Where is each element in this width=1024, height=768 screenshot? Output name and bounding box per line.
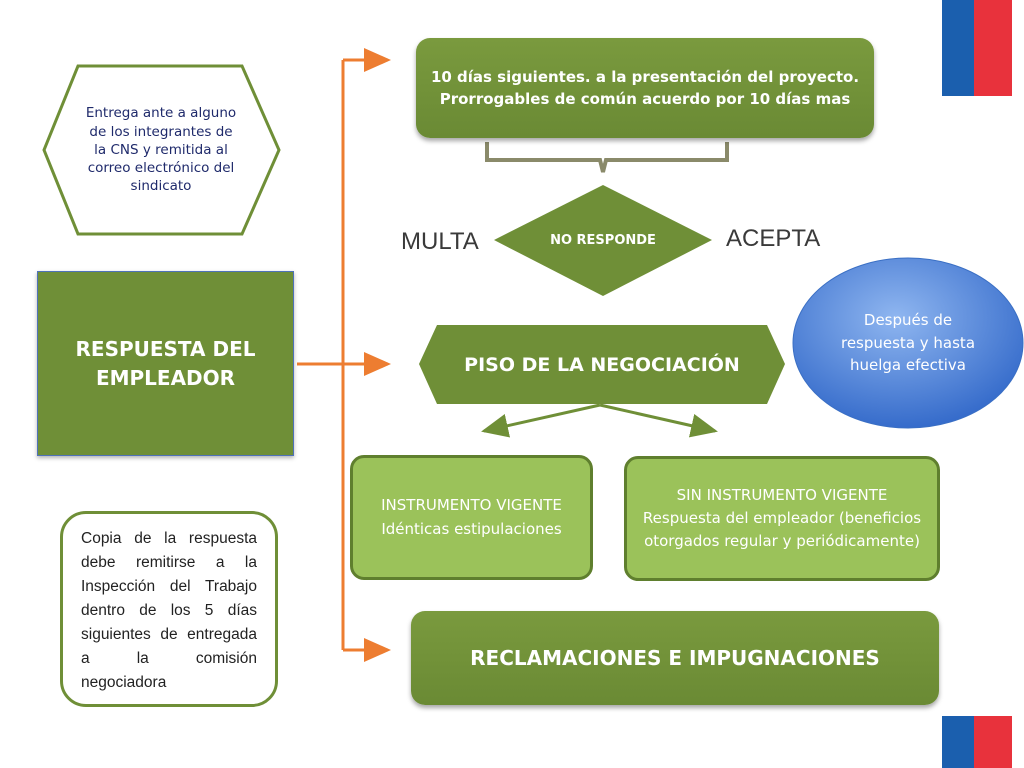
sin-instrumento-box: SIN INSTRUMENTO VIGENTE Respuesta del em…: [624, 456, 940, 581]
acepta-label: ACEPTA: [726, 225, 821, 252]
hexagon-shape: [42, 64, 281, 236]
copia-note-box: Copia de la respuesta debe remitirse a l…: [60, 511, 278, 707]
piso-text: PISO DE LA NEGOCIACIÓN: [437, 325, 767, 404]
orange-bracket-connector: [297, 48, 391, 662]
ellipse-label: Después de respuesta y hasta huelga efec…: [840, 311, 976, 375]
brace-connector: [485, 142, 729, 173]
reclamaciones-box: RECLAMACIONES E IMPUGNACIONES: [411, 611, 939, 705]
instrumento-vigente-box: INSTRUMENTO VIGENTE Idénticas estipulaci…: [350, 455, 593, 580]
sin-instrumento-label: SIN INSTRUMENTO VIGENTE Respuesta del em…: [642, 485, 922, 551]
ellipse-text: Después de respuesta y hasta huelga efec…: [828, 300, 988, 386]
flag-bottom-icon: [942, 716, 1012, 768]
hexagon-label: Entrega ante a alguno de los integrantes…: [85, 105, 237, 195]
employer-response-box: RESPUESTA DEL EMPLEADOR: [37, 271, 294, 456]
diamond-label: NO RESPONDE: [550, 232, 656, 248]
piso-branch-arrows: [481, 403, 718, 438]
multa-label: MULTA: [401, 228, 479, 255]
piso-shape: [419, 325, 785, 404]
piso-label: PISO DE LA NEGOCIACIÓN: [464, 353, 740, 376]
top-time-box: 10 días siguientes. a la presentación de…: [416, 38, 874, 138]
flag-top-icon: [942, 0, 1012, 96]
diamond-shape: [494, 185, 712, 296]
top-time-text: 10 días siguientes. a la presentación de…: [430, 67, 860, 109]
reclamaciones-label: RECLAMACIONES E IMPUGNACIONES: [470, 646, 880, 670]
employer-response-label: RESPUESTA DEL EMPLEADOR: [75, 336, 256, 390]
instrumento-vigente-label: INSTRUMENTO VIGENTE Idénticas estipulaci…: [381, 496, 562, 538]
copia-note-text: Copia de la respuesta debe remitirse a l…: [81, 530, 257, 691]
hexagon-text: Entrega ante a alguno de los integrantes…: [84, 84, 238, 216]
diamond-text: NO RESPONDE: [544, 214, 662, 268]
ellipse-shape: [792, 257, 1024, 429]
